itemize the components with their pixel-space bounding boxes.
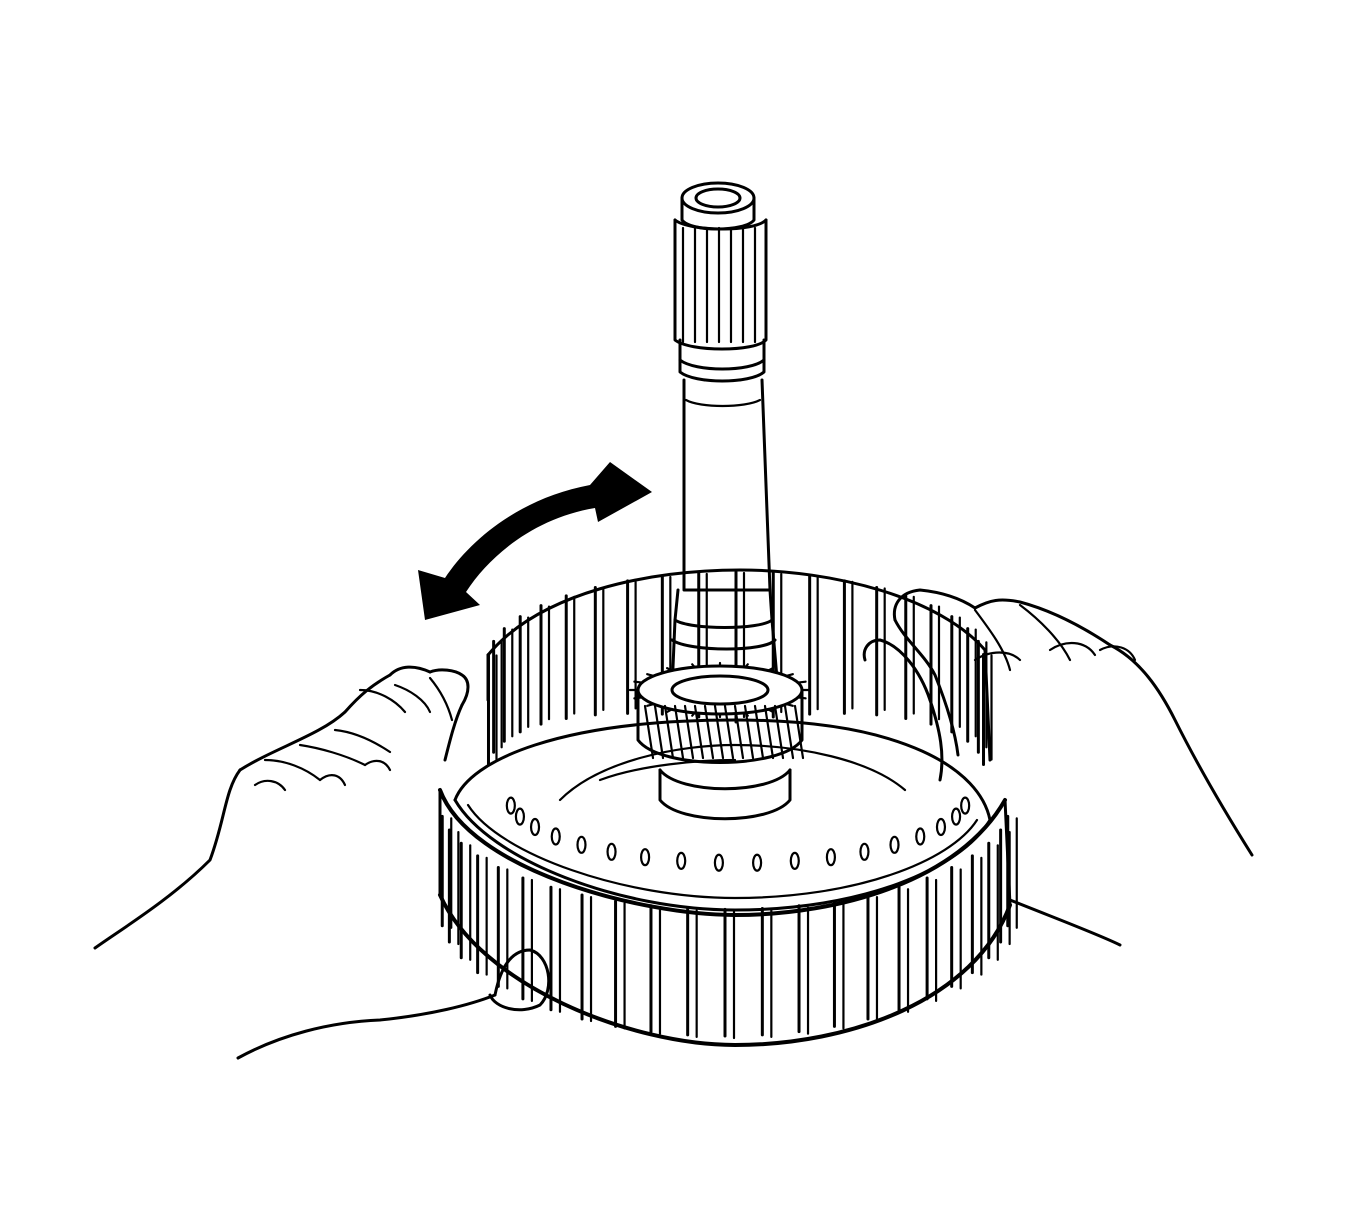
lube-hole (529, 817, 541, 837)
lube-hole (606, 842, 617, 861)
gear-tooth (663, 704, 675, 760)
gear-tooth-tip (665, 708, 673, 713)
gear-tooth (733, 704, 745, 760)
input-shaft (658, 181, 792, 821)
gear-tooth-tip (785, 673, 794, 677)
lube-hole (752, 853, 763, 872)
gear-tooth-tip (796, 680, 807, 684)
gear-tooth (693, 704, 705, 760)
helical-gear-teeth (628, 661, 812, 760)
gear-tooth (683, 704, 695, 760)
housing-outer-splines (440, 814, 1018, 1040)
gear-tooth (783, 704, 795, 760)
gear-tooth-tip (633, 680, 644, 684)
lube-hole (950, 807, 962, 826)
gear-tooth (753, 704, 765, 760)
gear-tooth-tip (691, 663, 696, 669)
gear-tooth (793, 704, 805, 760)
gear-tooth (773, 704, 785, 760)
lube-hole (505, 796, 516, 815)
left-hand (93, 665, 551, 1060)
housing-lube-holes (505, 796, 971, 872)
gear-tooth-tip (767, 667, 775, 672)
gear-tooth (713, 704, 725, 760)
gear-tooth (643, 704, 655, 760)
lube-hole (550, 827, 561, 846)
lube-hole (789, 851, 800, 870)
gear-tooth (723, 704, 735, 760)
lube-hole (825, 848, 837, 867)
lube-hole (676, 851, 687, 870)
double-headed-curved-arrow-icon (418, 462, 652, 620)
gear-tooth-tip (767, 708, 775, 713)
lube-hole (576, 835, 587, 854)
gear-tooth-tip (796, 696, 807, 700)
gear-tooth-tip (646, 703, 655, 707)
right-hand (862, 588, 1254, 947)
gear-tooth (673, 704, 685, 760)
lube-hole (859, 842, 870, 861)
gear-tooth-tip (691, 711, 696, 717)
gear-tooth (703, 704, 715, 760)
gear-tooth-tip (744, 711, 749, 717)
lube-hole (935, 817, 947, 837)
gear-tooth (653, 704, 665, 760)
gear-tooth-tip (646, 673, 655, 677)
gear-tooth-tip (633, 696, 644, 700)
lube-hole (889, 835, 900, 854)
gear-tooth-tip (744, 663, 749, 669)
gear-tooth (763, 704, 775, 760)
lube-hole (713, 853, 724, 872)
clutch-hub-ring (453, 718, 992, 912)
gear-tooth-tip (785, 703, 794, 707)
lube-hole (915, 827, 926, 846)
lube-hole (639, 848, 651, 867)
lube-hole (514, 807, 526, 826)
shaft-splines (681, 226, 757, 344)
lube-hole (960, 796, 971, 815)
gear-tooth-tip (665, 667, 673, 672)
